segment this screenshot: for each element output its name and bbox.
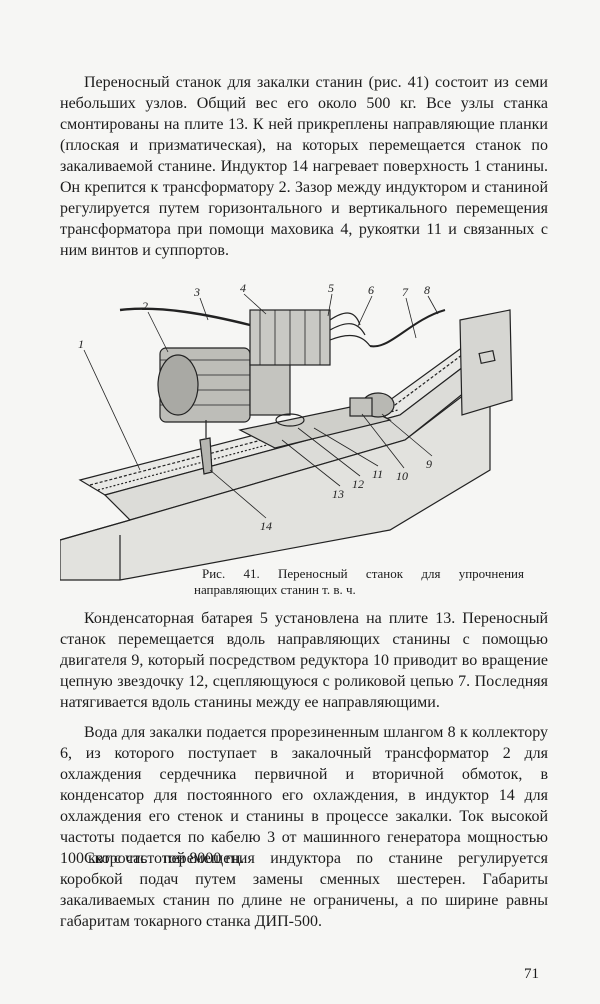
label-1: 1 <box>78 337 84 351</box>
hf-cable <box>119 307 251 327</box>
label-2: 2 <box>142 299 148 313</box>
label-11: 11 <box>372 467 383 481</box>
label-9: 9 <box>426 457 432 471</box>
bed-base <box>60 373 491 581</box>
handwheel <box>275 413 305 427</box>
figure-41: 1 2 3 4 5 6 7 8 9 10 11 12 13 14 <box>60 280 548 600</box>
label-7: 7 <box>402 285 409 299</box>
figure-caption: Рис. 41. Переносный станок для упрочнени… <box>194 566 524 597</box>
paragraph-1: Переносный станок для закалки станин (ри… <box>60 74 548 259</box>
machine-illustration: 1 2 3 4 5 6 7 8 9 10 11 12 13 14 <box>60 281 513 581</box>
reducer <box>349 397 373 417</box>
water-hose <box>369 309 446 348</box>
paragraph-4: Скорость перемещения индуктора по станин… <box>60 850 548 930</box>
label-13: 13 <box>332 487 344 501</box>
label-3: 3 <box>193 285 200 299</box>
bed-guide-line <box>89 324 503 486</box>
label-8: 8 <box>424 283 430 297</box>
label-4: 4 <box>240 281 246 295</box>
label-12: 12 <box>352 477 364 491</box>
paragraph-2: Конденсаторная батарея 5 установлена на … <box>60 610 548 711</box>
label-5: 5 <box>328 281 334 295</box>
page-number: 71 <box>524 966 539 982</box>
label-14: 14 <box>260 519 272 533</box>
label-6: 6 <box>368 283 374 297</box>
collector-pipes <box>329 312 371 347</box>
label-10: 10 <box>396 469 408 483</box>
paragraph-3: Вода для закалки подается прорезиненным … <box>60 724 548 867</box>
